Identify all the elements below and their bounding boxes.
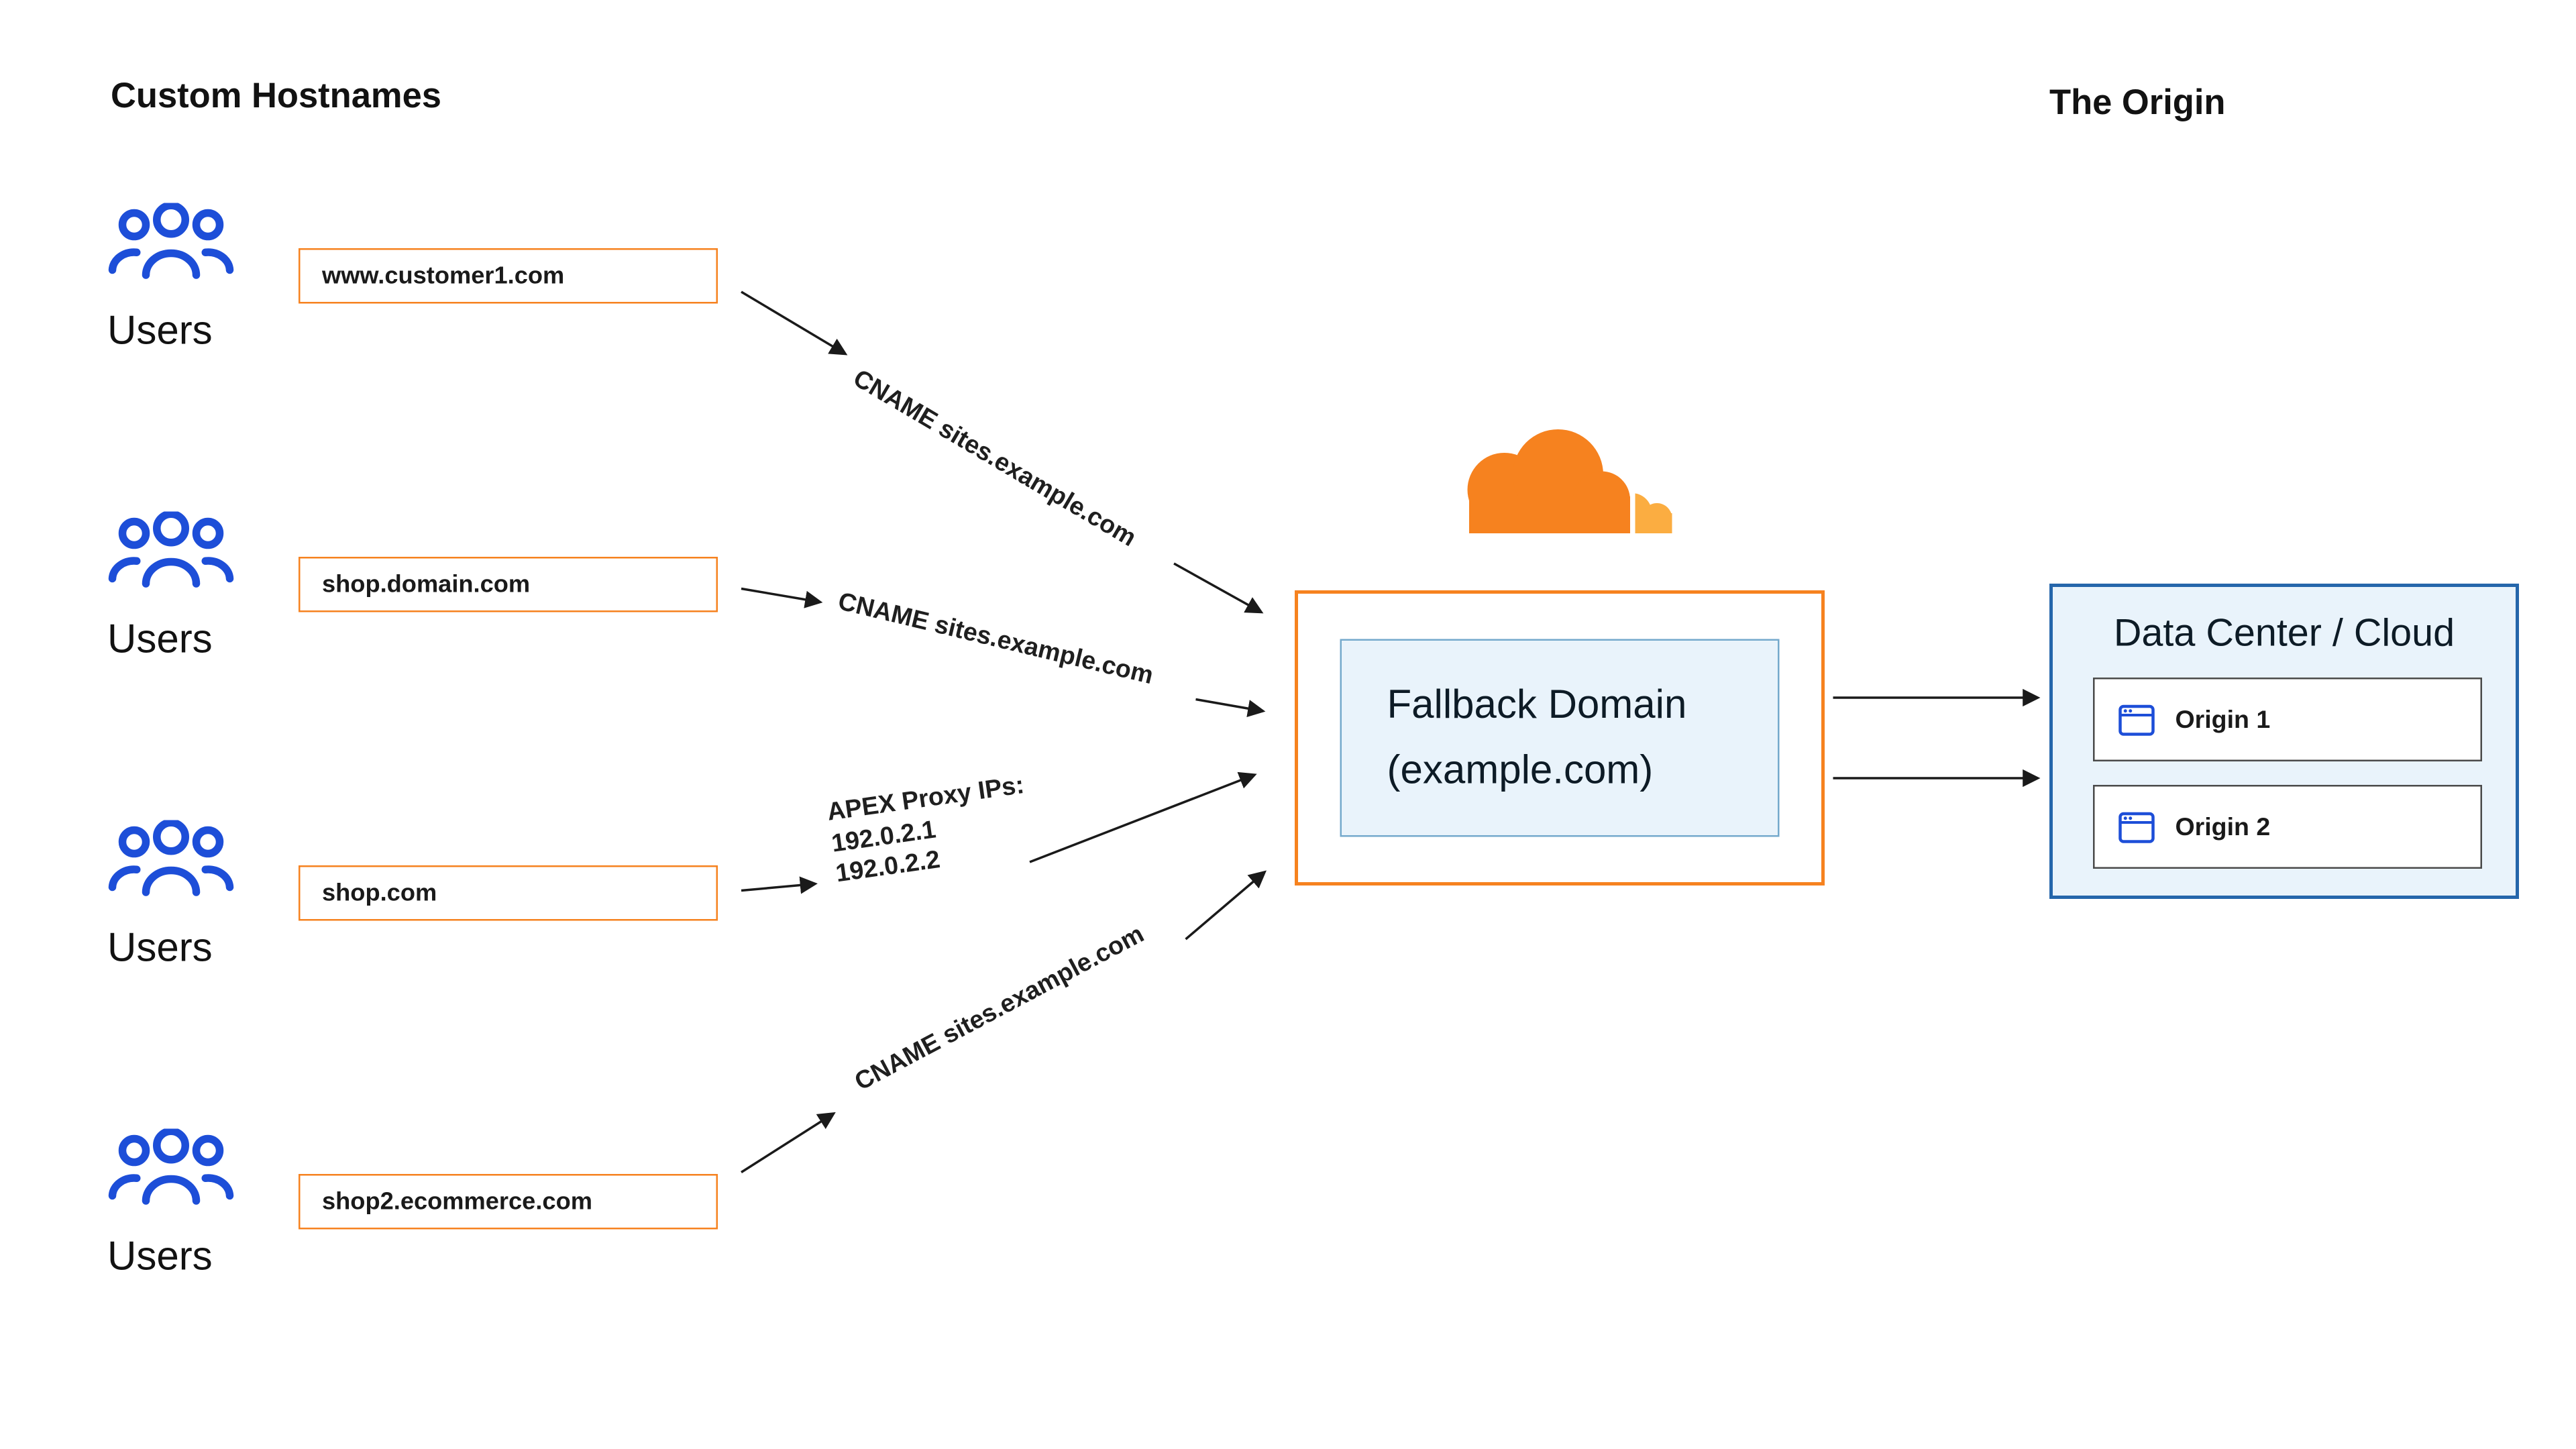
data-center-title: Data Center / Cloud — [2113, 610, 2455, 654]
cname-label-1: CNAME sites.example.com — [848, 364, 1141, 553]
fallback-domain-line1: Fallback Domain — [1387, 682, 1687, 729]
cname-label-3: CNAME sites.example.com — [850, 920, 1149, 1097]
hostname-box-shopcom: shop.com — [299, 865, 718, 921]
arrow-cname2-to-fallback — [1195, 698, 1266, 718]
origin-2-box: Origin 2 — [2093, 785, 2482, 869]
data-center-panel: Data Center / Cloud Origin 1 Origin 2 — [2049, 584, 2519, 899]
apex-proxy-label: APEX Proxy IPs: 192.0.2.1 192.0.2.2 — [825, 771, 1034, 891]
fallback-domain-outer-box: Fallback Domain (example.com) — [1295, 590, 1825, 885]
arrow-cname1-to-fallback — [1173, 562, 1264, 614]
users-icon — [108, 511, 234, 588]
fallback-domain-line2: (example.com) — [1387, 748, 1654, 794]
origin-1-box: Origin 1 — [2093, 678, 2482, 761]
arrow-shopdomain-to-cname — [741, 587, 823, 608]
origin-1-label: Origin 1 — [2175, 705, 2271, 734]
users-label: Users — [107, 926, 213, 971]
arrow-shop2-to-cname — [741, 1112, 836, 1173]
the-origin-title: The Origin — [2049, 84, 2226, 123]
arrow-cname4-to-fallback — [1185, 870, 1267, 941]
hostname-box-shopdomain: shop.domain.com — [299, 557, 718, 612]
users-icon — [108, 820, 234, 896]
arrow-apex-to-fallback — [1029, 771, 1257, 863]
fallback-domain-box: Fallback Domain (example.com) — [1340, 639, 1780, 837]
users-label: Users — [107, 617, 213, 663]
origin-2-label: Origin 2 — [2175, 812, 2271, 841]
custom-hostnames-title: Custom Hostnames — [111, 77, 442, 116]
hostname-box-shop2: shop2.ecommerce.com — [299, 1174, 718, 1230]
browser-window-icon — [2118, 704, 2155, 735]
users-icon — [108, 1128, 234, 1205]
arrow-shopcom-to-apex — [741, 876, 818, 894]
hostname-box-customer1: www.customer1.com — [299, 248, 718, 304]
browser-window-icon — [2118, 811, 2155, 843]
users-label: Users — [107, 309, 213, 354]
cname-label-2: CNAME sites.example.com — [835, 587, 1157, 691]
users-label: Users — [107, 1234, 213, 1280]
arrow-customer1-to-cname — [741, 290, 848, 356]
cloudflare-logo-icon — [1462, 424, 1672, 539]
users-icon — [108, 203, 234, 279]
